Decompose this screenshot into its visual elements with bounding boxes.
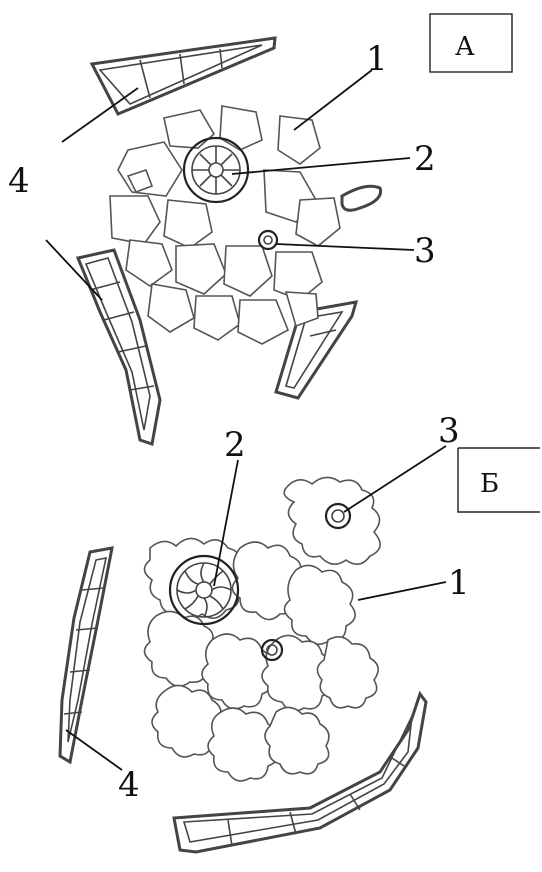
- panel-b-callout-4: 4: [118, 765, 140, 805]
- panel-b-callout-1: 1: [448, 563, 470, 603]
- panel-b-callout-2: 2: [224, 425, 246, 465]
- panel-a-leader-1: [294, 70, 372, 130]
- panel-a-leader-3: [276, 244, 414, 250]
- panel-a-label: А: [455, 32, 475, 62]
- panel-a-callout-1: 1: [366, 39, 388, 79]
- panel-a-leader-4a: [62, 88, 138, 142]
- panel-b: Б: [60, 411, 540, 852]
- panel-a-isolated-cell: [342, 186, 381, 210]
- panel-a-vessel: [184, 138, 248, 202]
- panel-b-label: Б: [480, 469, 499, 499]
- panel-a-callout-2: 2: [414, 139, 436, 179]
- panel-b-parenchyma: [144, 477, 380, 780]
- panel-b-leader-1: [358, 582, 446, 600]
- panel-b-leader-4: [66, 730, 122, 770]
- panel-a-callout-4: 4: [8, 161, 30, 201]
- panel-b-fragment-left: [60, 548, 112, 762]
- panel-a: А: [8, 14, 512, 444]
- panel-b-callout-3: 3: [438, 411, 460, 451]
- panel-a-companion-cell: [259, 231, 277, 249]
- panel-a-callout-3: 3: [414, 231, 436, 271]
- panel-a-leader-2: [232, 158, 410, 174]
- panel-a-fragment-top: [92, 38, 275, 114]
- panel-b-leader-3: [344, 446, 446, 512]
- panel-a-parenchyma: [110, 106, 340, 344]
